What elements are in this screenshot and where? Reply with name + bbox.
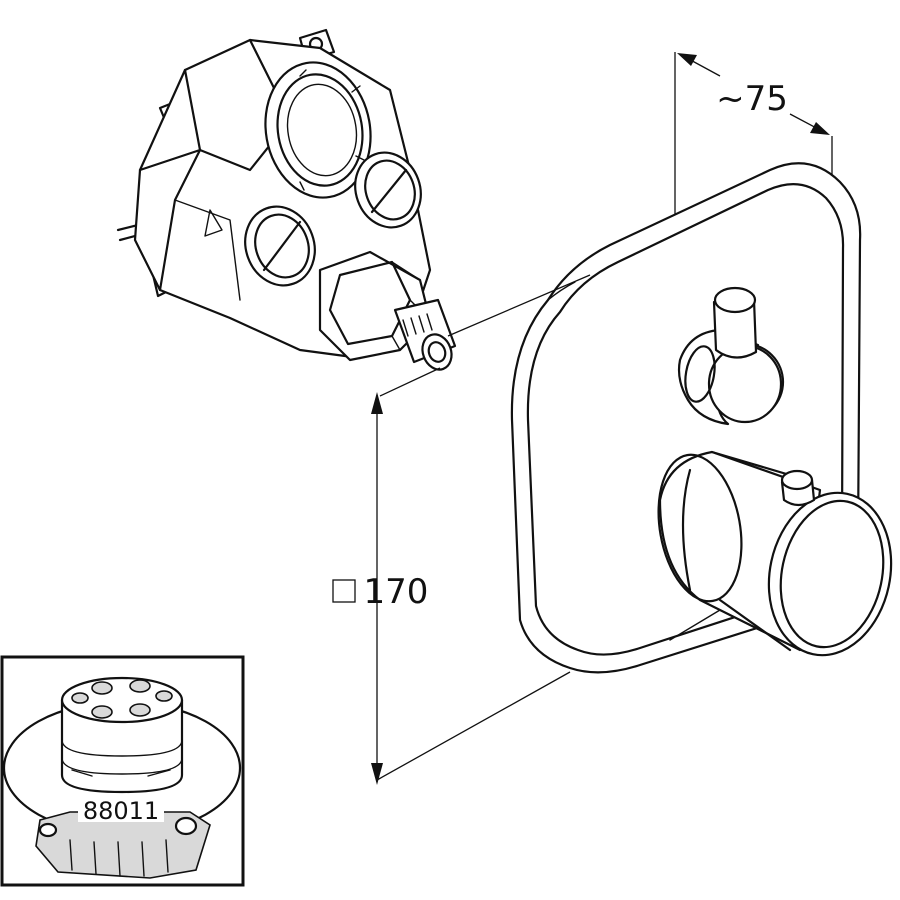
square-symbol-icon [332, 579, 356, 603]
depth-label: ~75 [716, 79, 788, 119]
part-number-label: 88011 [83, 797, 159, 825]
valve-body [116, 28, 457, 371]
inset-panel: 88011 [0, 655, 245, 887]
thermostat-handle [657, 450, 893, 657]
projection-line-top [447, 274, 591, 337]
bolt-icon [71, 679, 173, 719]
size-dimension: 170 [332, 367, 571, 785]
diverter-handle [677, 286, 785, 426]
size-label: 170 [364, 572, 429, 612]
